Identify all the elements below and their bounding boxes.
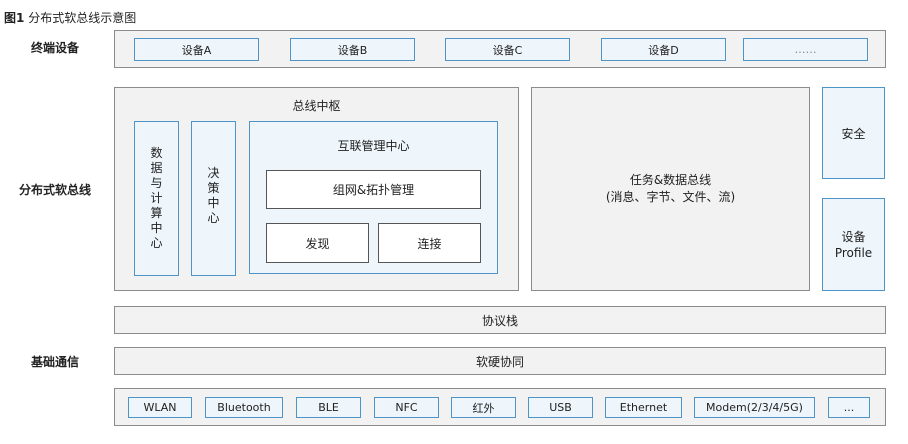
figure-title: 分布式软总线示意图 bbox=[28, 11, 137, 25]
row-label-base: 基础通信 bbox=[30, 355, 79, 369]
hw-sw-collab-bar: 软硬协同 bbox=[114, 347, 886, 375]
connect-box: 连接 bbox=[378, 223, 481, 263]
link-ble: BLE bbox=[296, 397, 361, 418]
figure-caption: 图1 分布式软总线示意图 bbox=[4, 10, 136, 26]
device-box-c: 设备C bbox=[445, 38, 570, 61]
task-data-bus-title: 任务&数据总线 bbox=[629, 173, 712, 187]
device-profile-box: 设备 Profile bbox=[822, 198, 885, 291]
interconnect-mgmt-title: 互联管理中心 bbox=[337, 139, 410, 153]
row-label-softbus: 分布式软总线 bbox=[18, 183, 91, 197]
task-data-bus-subtitle: (消息、字节、文件、流) bbox=[605, 190, 736, 204]
device-box-a: 设备A bbox=[134, 38, 259, 61]
device-box-more: …… bbox=[743, 38, 868, 61]
decision-center: 决策中心 bbox=[191, 121, 236, 276]
decision-center-label: 决策中心 bbox=[207, 166, 220, 225]
link-nfc: NFC bbox=[374, 397, 439, 418]
row-label-terminal: 终端设备 bbox=[30, 41, 79, 55]
bus-hub-title: 总线中枢 bbox=[292, 99, 341, 113]
link-wlan: WLAN bbox=[128, 397, 192, 418]
link-bluetooth: Bluetooth bbox=[205, 397, 283, 418]
figure-number: 图1 bbox=[4, 11, 25, 25]
link-ethernet: Ethernet bbox=[605, 397, 682, 418]
device-box-b: 设备B bbox=[290, 38, 415, 61]
link-modem: Modem(2/3/4/5G) bbox=[694, 397, 815, 418]
link-more: ... bbox=[828, 397, 870, 418]
data-compute-center: 数据与计算中心 bbox=[134, 121, 179, 276]
device-profile-line1: 设备 bbox=[841, 229, 866, 244]
discover-box: 发现 bbox=[266, 223, 369, 263]
link-infrared: 红外 bbox=[451, 397, 516, 418]
security-box: 安全 bbox=[822, 87, 885, 179]
protocol-stack-bar: 协议栈 bbox=[114, 306, 886, 334]
link-usb: USB bbox=[528, 397, 593, 418]
networking-topology-box: 组网&拓扑管理 bbox=[266, 170, 481, 209]
device-profile-line2: Profile bbox=[834, 245, 873, 260]
device-box-d: 设备D bbox=[601, 38, 726, 61]
task-data-bus-panel: 任务&数据总线 (消息、字节、文件、流) bbox=[531, 87, 810, 291]
data-compute-center-label: 数据与计算中心 bbox=[150, 146, 163, 250]
